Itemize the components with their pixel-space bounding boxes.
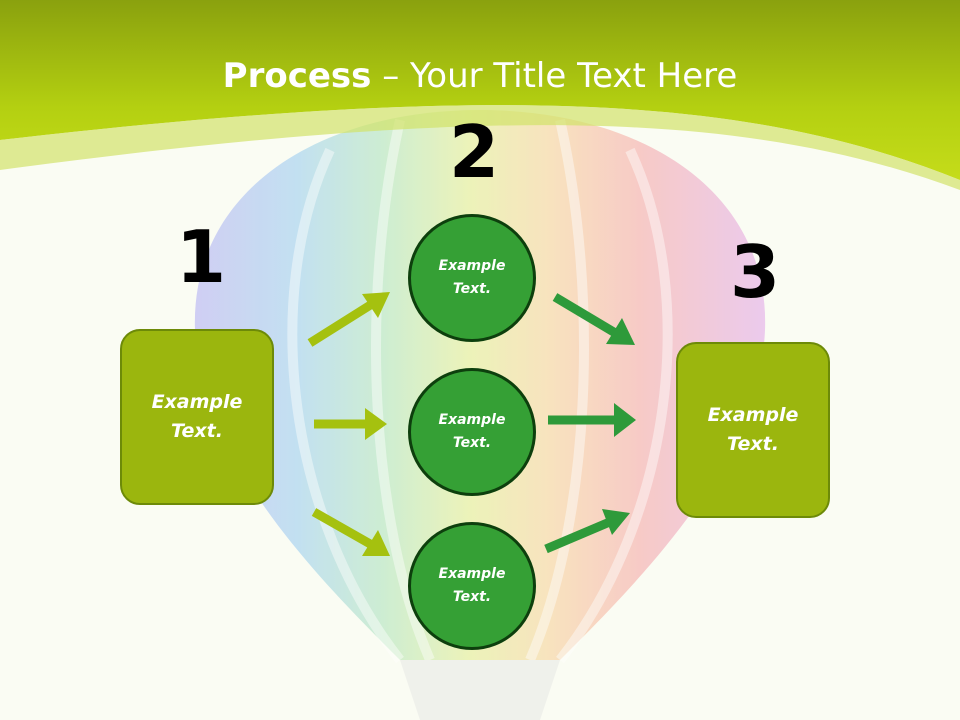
step-number-3: 3 [730,230,781,314]
arrow-right-down [552,293,635,345]
step-3-text: Example Text. [708,401,799,459]
title-dash: – [371,56,411,96]
step-number-1: 1 [176,215,227,299]
step-1-line1: Example [151,391,243,413]
arrow-left-middle [314,408,387,440]
arrow-right-middle [548,403,636,437]
circle-bottom-line2: Text. [452,589,492,605]
circle-top-line2: Text. [452,281,492,297]
circle-top-line1: Example [438,258,506,274]
step-1-box: Example Text. [120,329,274,505]
circle-bottom-line1: Example [438,566,506,582]
step-1-text: Example Text. [152,388,243,446]
arrow-left-down [311,508,390,556]
arrow-left-up [307,292,390,347]
slide-title: Process – Your Title Text Here [0,54,960,98]
title-rest: Your Title Text Here [410,56,738,96]
step-3-box: Example Text. [676,342,830,518]
circle-middle-line1: Example [438,412,506,428]
title-bold: Process [222,56,372,96]
step-3-line2: Text. [727,433,779,455]
step-1-line2: Text. [171,420,223,442]
step-3-line1: Example [707,404,799,426]
arrow-right-up [544,509,630,554]
step-number-2: 2 [449,110,500,194]
circle-middle-line2: Text. [452,435,492,451]
